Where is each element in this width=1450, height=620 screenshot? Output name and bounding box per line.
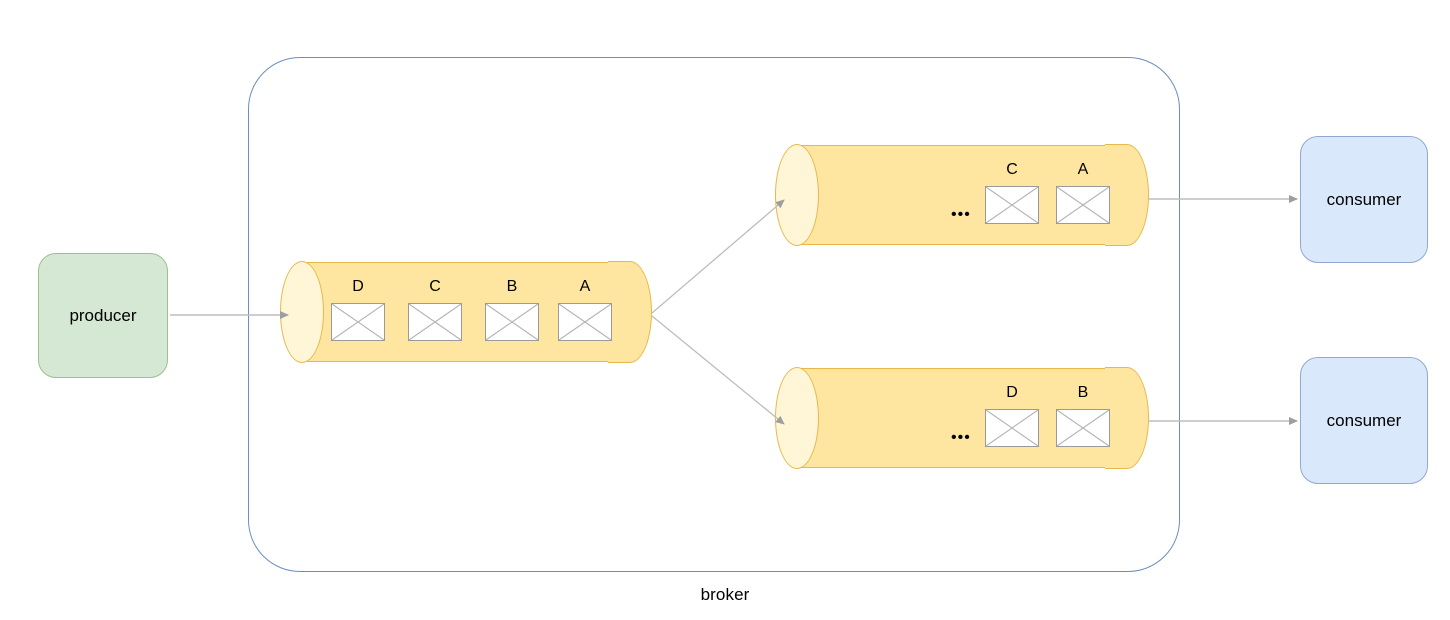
producer-label: producer: [69, 305, 137, 325]
consumer-label-top: consumer: [1326, 189, 1402, 209]
message-label-a: A: [579, 278, 591, 295]
message-label-b: B: [506, 278, 518, 295]
message-label-bottom-b: B: [1077, 384, 1089, 401]
output-queue-bottom-left-cap: [775, 367, 819, 469]
output-queue-bottom[interactable]: ••• D B: [775, 367, 1149, 469]
message-label-top-a: A: [1077, 161, 1089, 178]
consumer-node-top[interactable]: consumer: [1300, 136, 1428, 263]
message-box-b[interactable]: [485, 303, 539, 341]
output-queue-top[interactable]: ••• C A: [775, 144, 1149, 246]
broker-label: broker: [700, 585, 750, 604]
output-queue-top-right-cap: [1105, 144, 1149, 246]
message-box-d[interactable]: [331, 303, 385, 341]
output-queue-bottom-right-cap: [1105, 367, 1149, 469]
message-box-c[interactable]: [408, 303, 462, 341]
producer-node[interactable]: producer: [38, 253, 168, 378]
message-label-c: C: [429, 278, 441, 295]
input-queue-left-cap: [280, 261, 324, 363]
message-label-d: D: [352, 278, 364, 295]
message-box-top-a[interactable]: [1056, 186, 1110, 224]
message-box-bottom-b[interactable]: [1056, 409, 1110, 447]
ellipsis-top: •••: [951, 206, 971, 223]
message-label-bottom-d: D: [1006, 384, 1018, 401]
output-queue-top-left-cap: [775, 144, 819, 246]
message-box-bottom-d[interactable]: [985, 409, 1039, 447]
consumer-label-bottom: consumer: [1326, 410, 1402, 430]
input-queue[interactable]: D C B A: [280, 261, 652, 363]
message-box-a[interactable]: [558, 303, 612, 341]
ellipsis-bottom: •••: [951, 429, 971, 446]
consumer-node-bottom[interactable]: consumer: [1300, 357, 1428, 484]
message-box-top-c[interactable]: [985, 186, 1039, 224]
message-label-top-c: C: [1006, 161, 1018, 178]
input-queue-right-cap: [608, 261, 652, 363]
